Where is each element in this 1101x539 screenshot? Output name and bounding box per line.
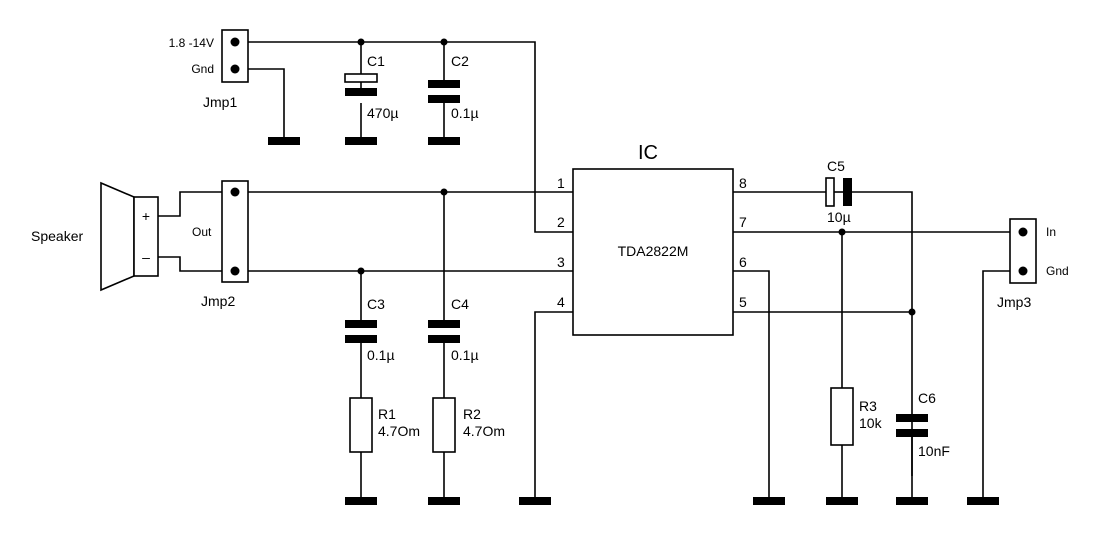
capacitor-plate-open xyxy=(344,73,378,83)
ground-symbol xyxy=(428,497,460,505)
capacitor-plate xyxy=(428,320,460,328)
c4-name: C4 xyxy=(451,296,469,312)
capacitor-plate xyxy=(428,335,460,343)
capacitor-plate xyxy=(345,320,377,328)
capacitor-c2: C2 0.1µ xyxy=(428,53,479,121)
r2-value: 4.7Om xyxy=(463,423,505,439)
jmp2-name: Jmp2 xyxy=(201,293,235,309)
junction-dots xyxy=(357,38,916,316)
junction-dot xyxy=(357,38,365,46)
c6-value: 10nF xyxy=(918,443,950,459)
speaker-label: Speaker xyxy=(31,228,83,244)
capacitor-plate xyxy=(843,178,852,206)
speaker-minus: – xyxy=(142,249,150,265)
capacitor-plate xyxy=(896,429,928,437)
capacitor-c3: C3 0.1µ xyxy=(345,296,395,363)
ic-pin-label: 8 xyxy=(739,175,747,191)
ground-symbol xyxy=(268,137,300,145)
ground-symbol xyxy=(519,497,551,505)
jumper-pin xyxy=(1018,266,1028,276)
junction-dot xyxy=(357,267,365,275)
c3-name: C3 xyxy=(367,296,385,312)
ic-pin-label: 4 xyxy=(557,294,565,310)
capacitor-plate-open xyxy=(825,177,835,207)
jmp3-name: Jmp3 xyxy=(997,294,1031,310)
capacitor-plate xyxy=(428,80,460,88)
capacitor-plate xyxy=(896,414,928,422)
ground-symbol xyxy=(345,497,377,505)
jmp1-pin1-label: 1.8 -14V xyxy=(169,36,214,50)
speaker: + – Speaker xyxy=(31,181,159,292)
ground-symbol xyxy=(428,137,460,145)
jumper-pin xyxy=(1018,227,1028,237)
ic-pin-label: 1 xyxy=(557,175,565,191)
ic-pin-label: 5 xyxy=(739,294,747,310)
c2-name: C2 xyxy=(451,53,469,69)
ic-title: IC xyxy=(638,142,658,164)
jumper-pin xyxy=(230,187,240,197)
capacitor-c5: C5 10µ xyxy=(825,158,852,225)
ground-symbol xyxy=(753,497,785,505)
resistor-r3: R3 10k xyxy=(830,387,883,446)
capacitor-c4: C4 0.1µ xyxy=(428,296,479,363)
resistor-body xyxy=(830,387,854,446)
resistor-r2: R2 4.7Om xyxy=(432,397,505,453)
capacitor-plate xyxy=(345,88,377,96)
jumper-pin xyxy=(230,64,240,74)
ground-symbol xyxy=(896,497,928,505)
capacitor-plate xyxy=(428,95,460,103)
jumper-body xyxy=(221,180,249,283)
r1-name: R1 xyxy=(378,406,396,422)
c2-value: 0.1µ xyxy=(451,105,479,121)
ic-pin-label: 2 xyxy=(557,214,565,230)
jmp3-pin2-label: Gnd xyxy=(1046,264,1069,278)
speaker-body xyxy=(133,196,159,277)
jumper-pin xyxy=(230,266,240,276)
ic-pin-label: 3 xyxy=(557,254,565,270)
capacitor-c6: C6 10nF xyxy=(896,390,950,459)
jumper-jmp3: In Gnd Jmp3 xyxy=(997,218,1069,310)
junction-dot xyxy=(440,188,448,196)
ic-pin-label: 7 xyxy=(739,214,747,230)
jmp2-label: Out xyxy=(192,225,212,239)
ic-pin-label: 6 xyxy=(739,254,747,270)
ic-tda2822m: IC TDA2822M 1 2 3 4 5 6 7 8 xyxy=(557,142,747,336)
c4-value: 0.1µ xyxy=(451,347,479,363)
ic-part: TDA2822M xyxy=(618,243,689,259)
jmp1-pin2-label: Gnd xyxy=(191,62,214,76)
resistor-r1: R1 4.7Om xyxy=(349,397,420,453)
ground-symbols xyxy=(268,137,999,505)
r1-value: 4.7Om xyxy=(378,423,420,439)
ground-symbol xyxy=(826,497,858,505)
ic-body xyxy=(572,168,734,336)
c1-value: 470µ xyxy=(367,105,398,121)
c1-name: C1 xyxy=(367,53,385,69)
junction-dot xyxy=(440,38,448,46)
jumper-jmp1: 1.8 -14V Gnd Jmp1 xyxy=(169,29,249,110)
r3-name: R3 xyxy=(859,398,877,414)
wires xyxy=(158,41,1010,500)
ground-symbol xyxy=(967,497,999,505)
r2-name: R2 xyxy=(463,406,481,422)
c5-value: 10µ xyxy=(827,209,851,225)
r3-value: 10k xyxy=(859,415,883,431)
resistor-body xyxy=(432,397,456,453)
jmp1-name: Jmp1 xyxy=(203,94,237,110)
jumper-pin xyxy=(230,37,240,47)
junction-dot xyxy=(838,228,846,236)
speaker-cone xyxy=(100,181,135,292)
c6-name: C6 xyxy=(918,390,936,406)
jumper-jmp2: Out Jmp2 xyxy=(192,180,249,309)
c5-name: C5 xyxy=(827,158,845,174)
junction-dot xyxy=(908,308,916,316)
resistor-body xyxy=(349,397,373,453)
c3-value: 0.1µ xyxy=(367,347,395,363)
speaker-plus: + xyxy=(142,208,150,224)
ground-symbol xyxy=(345,137,377,145)
capacitor-plate xyxy=(345,335,377,343)
jmp3-pin1-label: In xyxy=(1046,225,1056,239)
capacitor-c1: C1 470µ xyxy=(344,53,398,121)
